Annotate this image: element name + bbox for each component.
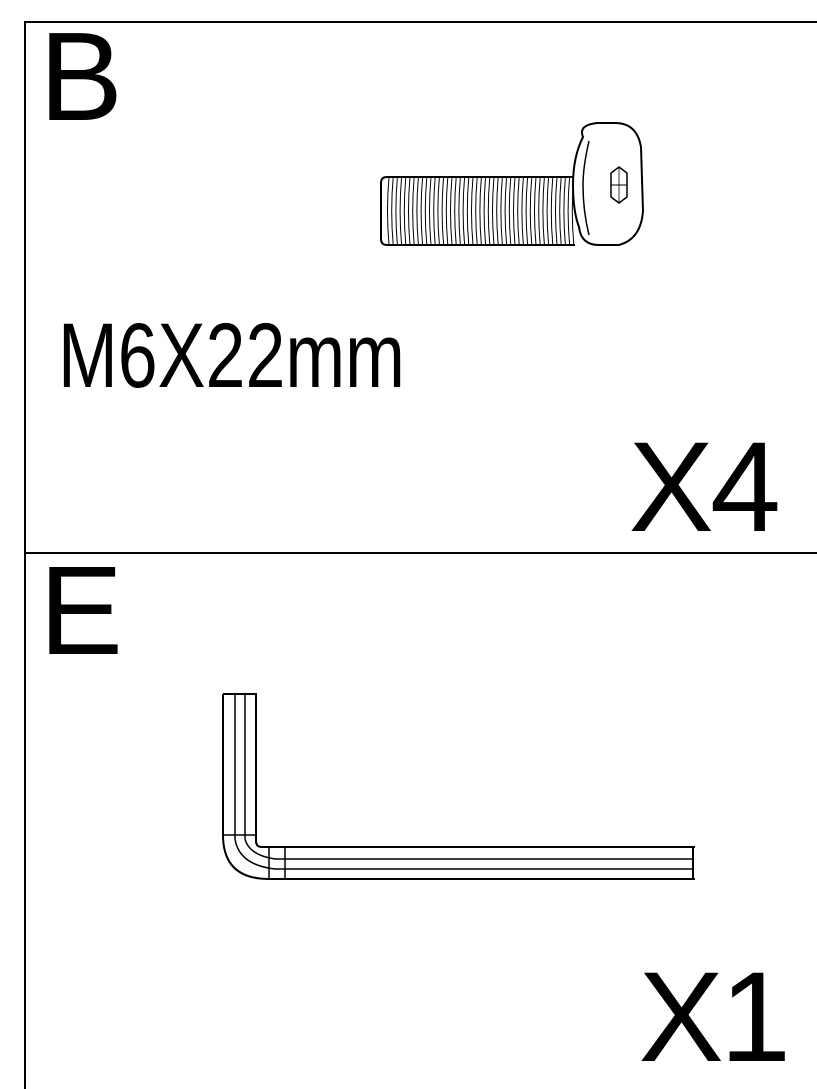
panel-divider (25, 552, 817, 554)
quantity-label: X4 (628, 416, 781, 559)
frame-top-line (25, 21, 817, 23)
quantity-label: X1 (638, 946, 791, 1089)
part-panel-e: E X1 (25, 548, 817, 1089)
bolt-icon (380, 122, 645, 246)
frame-left-line (24, 21, 26, 1089)
part-panel-b: B M6X22mm X4 (25, 14, 817, 559)
hex-key-icon (222, 693, 695, 880)
part-letter: B (39, 6, 123, 147)
part-letter: E (39, 540, 123, 681)
bolt-size-label: M6X22mm (58, 305, 405, 407)
